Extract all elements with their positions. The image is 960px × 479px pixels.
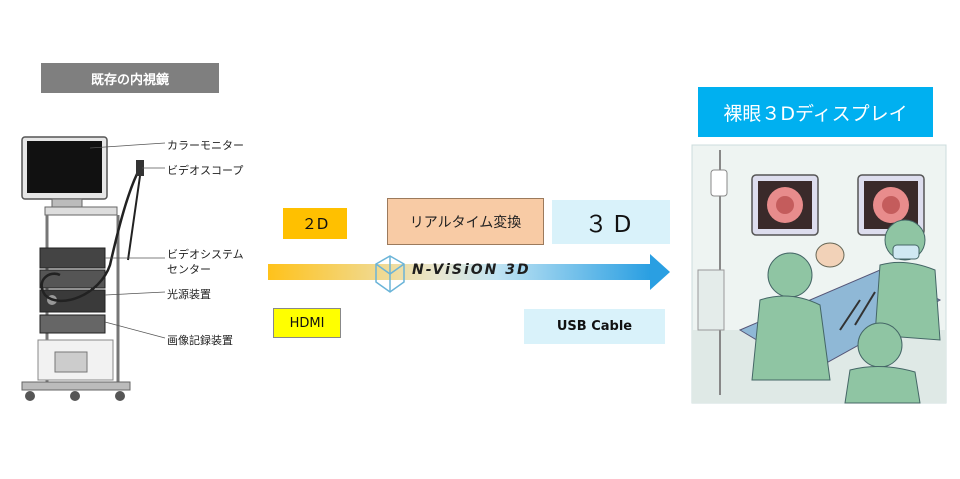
- realtime-conversion-box: リアルタイム変換: [387, 198, 544, 245]
- usb-cable-box: USB Cable: [524, 309, 665, 344]
- label-color-monitor: カラーモニター: [167, 139, 244, 152]
- input-2d-box: ２D: [283, 208, 347, 239]
- flow-arrow-head: [650, 254, 670, 290]
- label-light-source: 光源装置: [167, 288, 211, 301]
- output-3d-box: ３D: [552, 200, 670, 244]
- surgery-illustration: [691, 144, 947, 404]
- flow-arrow-shaft: [268, 264, 650, 280]
- label-video-system-line2: センター: [167, 263, 211, 276]
- label-video-system-line1: ビデオシステム: [167, 248, 244, 261]
- existing-endoscope-header: 既存の内視鏡: [41, 63, 219, 93]
- label-image-recorder: 画像記録装置: [167, 334, 233, 347]
- hdmi-box: HDMI: [273, 308, 341, 338]
- label-video-scope: ビデオスコープ: [167, 164, 244, 177]
- glasses-free-3d-display-header: 裸眼３Dディスプレイ: [698, 87, 933, 137]
- n-vision-3d-label: N-ViSiON 3D: [412, 262, 531, 278]
- cube-logo-icon: [375, 255, 405, 293]
